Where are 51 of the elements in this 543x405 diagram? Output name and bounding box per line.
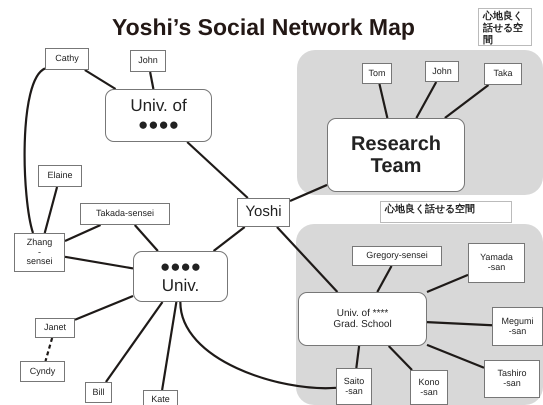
region-heading: 心地良く話せる空間 [380, 201, 512, 223]
connector-line [64, 256, 134, 270]
name-box: Taka [484, 63, 522, 85]
connector-line [355, 346, 360, 368]
connector-line [388, 345, 413, 371]
connector-line [74, 294, 134, 321]
connector-line [426, 321, 492, 326]
name-box: Yamada -san [468, 243, 525, 283]
connector-line [290, 184, 328, 202]
connector-line [24, 68, 46, 234]
name-box: Cathy [45, 48, 89, 70]
name-box: Takada-sensei [80, 203, 170, 225]
name-box: Janet [35, 318, 75, 338]
connector-line [149, 72, 154, 90]
connector-line [44, 338, 54, 362]
connector-line [444, 84, 490, 119]
name-box: Tom [362, 63, 392, 84]
name-box: John [425, 61, 459, 82]
connector-line [161, 302, 178, 390]
connector-line [186, 141, 249, 199]
organization-box: Univ. of **** Grad. School [298, 292, 427, 346]
organization-box: Univ. of ●●●● [105, 89, 212, 142]
name-box: Cyndy [20, 361, 65, 382]
connector-line [44, 186, 58, 234]
name-box: Saito -san [336, 368, 372, 405]
connector-line [415, 81, 438, 119]
connector-line [134, 224, 159, 252]
name-box: Kono -san [410, 370, 448, 405]
connector-line [276, 226, 338, 293]
connector-line [212, 226, 246, 252]
connector-line [105, 301, 164, 383]
name-box: Bill [85, 382, 112, 403]
organization-box: Research Team [327, 118, 465, 192]
connector-line [84, 69, 116, 90]
name-box: Tashiro -san [484, 360, 540, 398]
name-box: Kate [143, 390, 178, 405]
name-box: Gregory-sensei [352, 246, 442, 266]
connector-line [426, 274, 468, 294]
connector-line [64, 224, 102, 242]
region-heading: 心地良く話せる空間 [478, 8, 532, 46]
name-box: Zhang -sensei [14, 233, 65, 272]
diagram-title: Yoshi’s Social Network Map [112, 14, 415, 41]
name-box: Megumi -san [492, 307, 543, 346]
name-box: Yoshi [237, 198, 290, 227]
name-box: Elaine [38, 165, 82, 187]
organization-box: ●●●● Univ. [133, 251, 228, 302]
name-box: John [130, 50, 166, 72]
connector-line [426, 344, 484, 369]
connector-line [179, 302, 336, 390]
connector-line [376, 265, 392, 293]
connector-line [378, 84, 388, 118]
